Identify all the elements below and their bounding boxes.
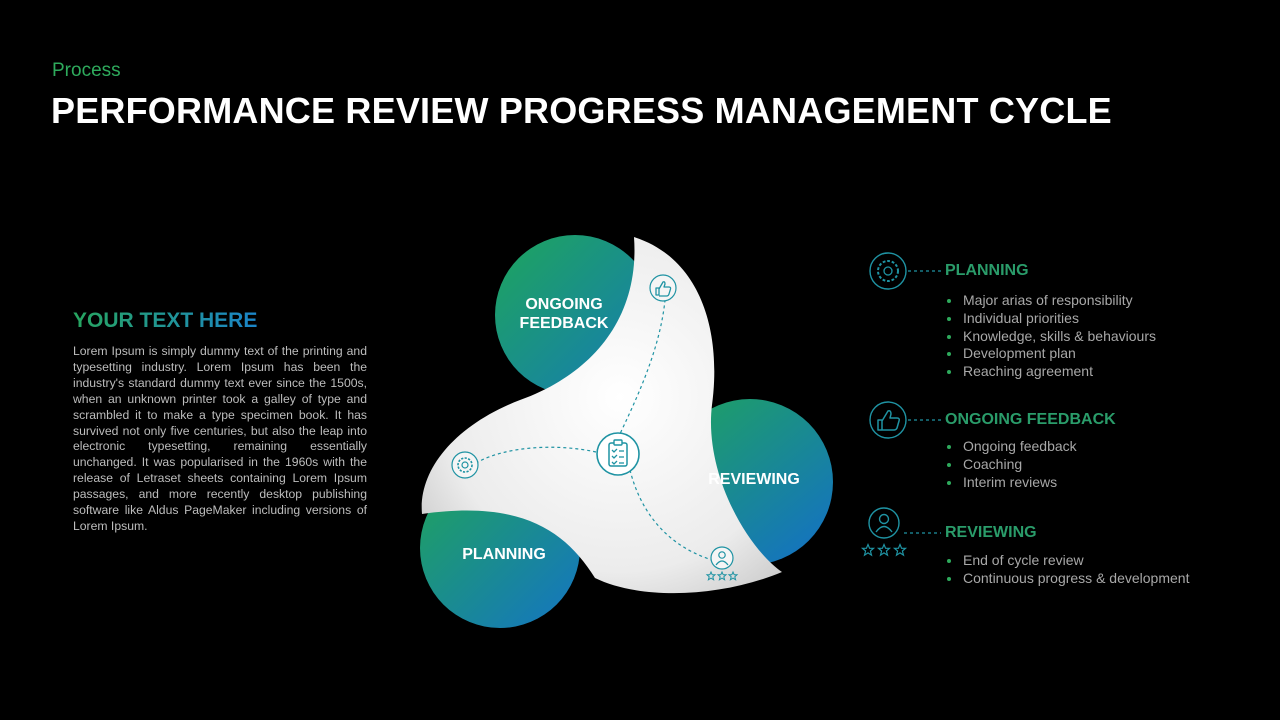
label-ongoing-feedback: ONGOING FEEDBACK xyxy=(513,295,615,333)
gear-refresh-icon xyxy=(451,451,479,479)
right-planning-icon xyxy=(869,252,907,290)
label-planning: PLANNING xyxy=(462,546,546,563)
list-item: Major arias of responsibility xyxy=(945,292,1156,310)
left-body-text: Lorem Ipsum is simply dummy text of the … xyxy=(73,344,367,533)
right-reviewing-icon xyxy=(860,507,908,557)
heading-reviewing: REVIEWING xyxy=(945,524,1037,541)
label-feedback-line1: ONGOING xyxy=(525,296,603,313)
heading-ongoing-feedback: ONGOING FEEDBACK xyxy=(945,411,1116,428)
clipboard-checklist-icon xyxy=(596,432,640,476)
white-tri-shape xyxy=(421,237,782,594)
label-feedback-line2: FEEDBACK xyxy=(519,315,609,332)
thumbs-up-icon xyxy=(649,274,677,302)
left-heading: YOUR TEXT HERE xyxy=(73,309,258,332)
list-ongoing-feedback: Ongoing feedback Coaching Interim review… xyxy=(945,438,1077,491)
list-reviewing: End of cycle review Continuous progress … xyxy=(945,552,1189,588)
list-planning: Major arias of responsibility Individual… xyxy=(945,292,1156,381)
right-feedback-icon xyxy=(869,401,907,439)
list-item: Development plan xyxy=(945,345,1156,363)
label-reviewing: REVIEWING xyxy=(708,471,800,488)
list-item: Continuous progress & development xyxy=(945,570,1189,588)
list-item: Reaching agreement xyxy=(945,363,1156,381)
list-item: Coaching xyxy=(945,456,1077,474)
dashed-connector-left xyxy=(477,446,597,463)
list-item: End of cycle review xyxy=(945,552,1189,570)
list-item: Individual priorities xyxy=(945,310,1156,328)
list-item: Interim reviews xyxy=(945,474,1077,492)
list-item: Knowledge, skills & behaviours xyxy=(945,328,1156,346)
page-title: PERFORMANCE REVIEW PROGRESS MANAGEMENT C… xyxy=(51,90,1112,131)
subtitle: Process xyxy=(52,60,121,81)
dashed-connector-bottom xyxy=(629,469,713,561)
user-stars-icon xyxy=(705,546,739,581)
heading-planning: PLANNING xyxy=(945,262,1029,279)
list-item: Ongoing feedback xyxy=(945,438,1077,456)
